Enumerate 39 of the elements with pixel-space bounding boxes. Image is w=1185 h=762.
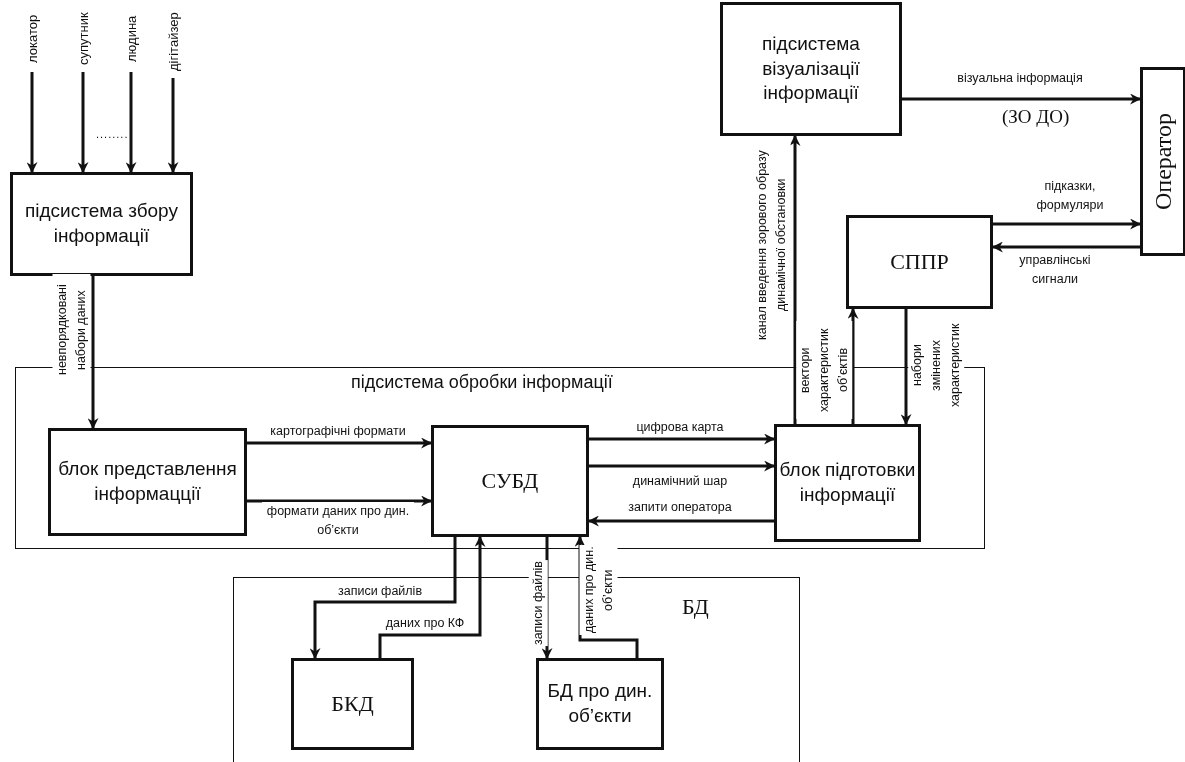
operator-box: Оператор xyxy=(1140,67,1185,256)
arrow xyxy=(993,218,1142,230)
arrow xyxy=(991,241,1140,253)
arrow xyxy=(587,515,774,527)
database-box: БКД xyxy=(291,658,414,750)
source-label: локатор xyxy=(22,6,42,72)
edge-label: вектори характеристик об’єктів xyxy=(795,321,853,419)
subsystem-box: підсистема збору інформації xyxy=(10,172,193,276)
arrow xyxy=(589,460,776,472)
note-label: (ЗО ДО) xyxy=(1002,106,1070,128)
source-label: дігітайзер xyxy=(163,6,183,78)
arrow xyxy=(247,495,433,507)
dbms-box: СУБД xyxy=(431,425,589,537)
arrow xyxy=(900,309,912,426)
arrow xyxy=(789,134,801,424)
arrow xyxy=(77,72,89,174)
database-box: БД про дин. об’єкти xyxy=(536,658,664,750)
dss-box: СППР xyxy=(846,215,993,309)
arrow xyxy=(847,307,859,424)
arrow xyxy=(378,535,486,658)
source-label: людина xyxy=(121,6,141,72)
container-title: БД xyxy=(682,594,709,620)
subsystem-box: підсистема візуалізації інформації xyxy=(720,2,902,136)
edge-label: даних про дин. об’єкти xyxy=(580,545,618,635)
arrow xyxy=(247,437,433,449)
block-box: блок підготовки інформації xyxy=(774,424,921,542)
ellipsis-dots: ........ xyxy=(96,128,129,140)
source-label: супутник xyxy=(73,6,93,72)
arrow xyxy=(26,72,38,174)
container-title: підсистема обробки інформації xyxy=(351,372,613,393)
arrow xyxy=(125,72,137,174)
arrow xyxy=(589,433,776,445)
arrow xyxy=(309,537,457,660)
block-box: блок представлення інформацції xyxy=(48,428,247,536)
arrow xyxy=(541,537,553,660)
arrow xyxy=(167,78,179,174)
edge-label: записи файлів xyxy=(528,559,548,647)
arrow xyxy=(87,276,99,430)
arrow xyxy=(902,93,1142,105)
